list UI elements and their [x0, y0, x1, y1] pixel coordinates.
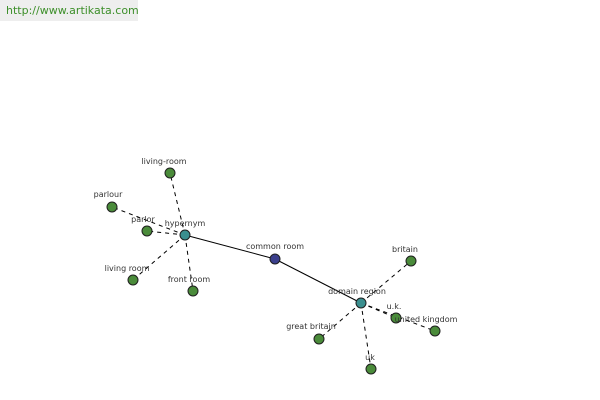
node-united-kingdom[interactable] [429, 325, 441, 337]
label-layer: common room hypernym domain region living-r… [94, 157, 458, 362]
node-u-k[interactable] [390, 312, 402, 324]
node-label-common-room: common room [246, 242, 304, 251]
edge-domain-region-to-united-kingdom [360, 302, 436, 332]
node-living-room[interactable] [127, 274, 139, 286]
edge-layer [111, 172, 436, 370]
node-britain[interactable] [405, 255, 417, 267]
node-label-front-room: front room [168, 275, 210, 284]
edge-domain-region-to-u-k [360, 302, 397, 319]
node-domain-region[interactable] [355, 297, 367, 309]
node-label-living-room: living room [105, 264, 150, 273]
node-label-united-kingdom: united kingdom [395, 315, 458, 324]
node-hypernym[interactable] [179, 229, 191, 241]
node-label-parlor: parlor [131, 215, 155, 224]
edge-hypernym-to-parlor [146, 230, 186, 236]
node-label-britain: britain [392, 245, 418, 254]
node-living-room-hyphen[interactable] [164, 167, 176, 179]
node-label-hypernym: hypernym [165, 219, 206, 228]
node-great-britain[interactable] [313, 333, 325, 345]
edge-hypernym-to-living-room [132, 234, 186, 281]
edge-domain-region-to-britain [360, 260, 412, 304]
node-parlour[interactable] [106, 201, 118, 213]
node-front-room[interactable] [187, 285, 199, 297]
edge-hypernym-to-living-room-hyphen [169, 172, 186, 236]
node-label-living-room-hyphen: living-room [141, 157, 186, 166]
node-label-great-britain: great britain [286, 322, 336, 331]
source-url-link[interactable]: http://www.artikata.com [0, 0, 139, 21]
node-label-domain-region: domain region [328, 287, 386, 296]
node-label-uk: uk [365, 353, 375, 362]
edge-common-room-to-hypernym [184, 234, 276, 260]
edge-domain-region-to-uk [360, 302, 372, 370]
node-label-u-k: u.k. [387, 302, 402, 311]
edge-domain-region-to-great-britain [318, 302, 362, 340]
edge-common-room-to-domain-region [274, 258, 362, 304]
edge-hypernym-to-front-room [184, 234, 194, 292]
node-parlor[interactable] [141, 225, 153, 237]
node-layer [106, 167, 441, 375]
node-uk[interactable] [365, 363, 377, 375]
node-common-room[interactable] [269, 253, 281, 265]
edge-hypernym-to-parlour [111, 206, 186, 236]
node-label-parlour: parlour [94, 190, 123, 199]
